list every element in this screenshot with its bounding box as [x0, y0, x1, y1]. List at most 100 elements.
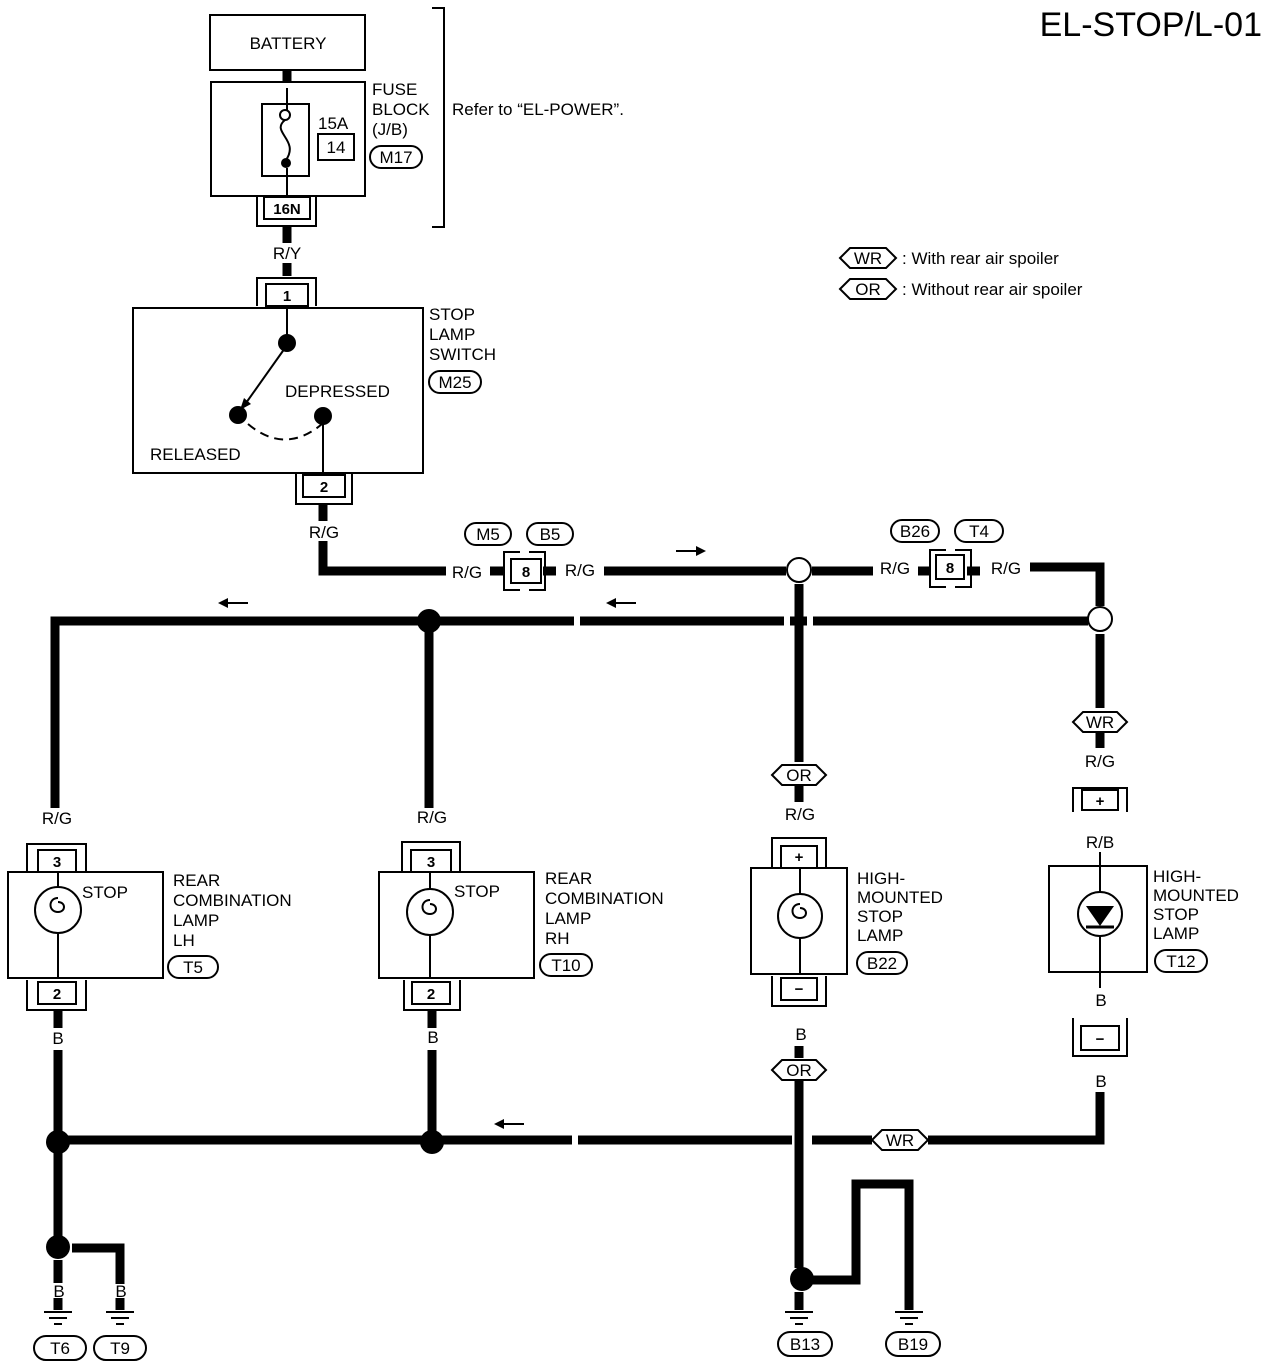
rear-combination-lamp-lh: STOP [7, 871, 164, 979]
fuse-rating: 15A [318, 114, 349, 133]
hmsl-wr-name-1: HIGH- [1153, 867, 1201, 886]
stop-lamp-switch-pin-2: 2 [295, 474, 353, 505]
hmsl-wr-pin-minus: − [1072, 1018, 1128, 1057]
wire-label-rg-a-right: R/G [565, 561, 595, 580]
high-mounted-stop-lamp-or [750, 867, 848, 975]
splice-open [1087, 606, 1113, 632]
ground-symbol-b13 [785, 1311, 813, 1325]
wire-label-rg-b-right: R/G [991, 559, 1021, 578]
lamp-rh-stop: STOP [454, 882, 500, 901]
svg-text:16N: 16N [273, 201, 301, 218]
svg-text:B26: B26 [900, 522, 930, 541]
wire-label-rg-wr: R/G [1085, 752, 1115, 771]
svg-text:8: 8 [946, 560, 954, 577]
fuse-block-connector: M17 [379, 148, 412, 167]
legend-wr-text: : With rear air spoiler [902, 249, 1059, 268]
svg-text:1: 1 [283, 288, 291, 305]
hmsl-or-name-3: STOP [857, 907, 903, 926]
hmsl-or-pin-minus: − [771, 976, 827, 1007]
fuse-block: 15A 14 [210, 81, 366, 197]
ground-symbol-t6 [44, 1311, 72, 1325]
wire-label-b-rh: B [427, 1028, 438, 1047]
switch-name-3: SWITCH [429, 345, 496, 364]
wire-label-b-lh: B [52, 1029, 63, 1048]
wire-label-rg-switch: R/G [309, 523, 339, 542]
svg-text:3: 3 [427, 854, 435, 871]
legend-or-text: : Without rear air spoiler [902, 280, 1083, 299]
lamp-lh-connector: T5 [183, 958, 203, 977]
wire-label-b-t6: B [53, 1282, 64, 1301]
wire-label-b-t9: B [115, 1282, 126, 1301]
hmsl-or-name-4: LAMP [857, 926, 903, 945]
wire-label-b-wr-2: B [1095, 1072, 1106, 1091]
legend-or-code: OR [855, 280, 881, 299]
rear-lamp-rh-pin-2: 2 [403, 980, 461, 1011]
hmsl-or-name-2: MOUNTED [857, 888, 943, 907]
lamp-lh-name-1: REAR [173, 871, 220, 890]
ground-t6: T6 [50, 1339, 70, 1358]
hmsl-wr-name-4: LAMP [1153, 924, 1199, 943]
ground-wiring [53, 1010, 1105, 1310]
rear-combination-lamp-rh: STOP [378, 871, 535, 979]
lamp-lh-stop: STOP [82, 883, 128, 902]
wire-label-b-wr: B [1095, 991, 1106, 1010]
wire-label-ry: R/Y [273, 244, 301, 263]
wire-label-rg-or: R/G [785, 805, 815, 824]
legend: WR : With rear air spoiler OR : Without … [838, 247, 1083, 300]
rear-lamp-rh-pin-3: 3 [401, 841, 461, 873]
fuse-block-name-2: BLOCK [372, 100, 430, 119]
ground-t9: T9 [110, 1339, 130, 1358]
rear-lamp-lh-pin-3: 3 [26, 843, 87, 873]
switch-depressed-label: DEPRESSED [285, 382, 390, 401]
wr-option-tag: WR [1086, 713, 1114, 732]
switch-connector: M25 [438, 373, 471, 392]
hmsl-or-name-1: HIGH- [857, 869, 905, 888]
stop-lamp-switch: DEPRESSED RELEASED [132, 307, 424, 474]
hmsl-wr-name-2: MOUNTED [1153, 886, 1239, 905]
high-mounted-stop-lamp-wr [1048, 865, 1148, 973]
hmsl-or-pin-plus: + [771, 837, 827, 869]
wire-label-rg-rh: R/G [417, 808, 447, 827]
svg-text:2: 2 [427, 986, 435, 1003]
ground-symbol-b19 [895, 1311, 923, 1325]
stop-lamp-switch-pin-1: 1 [256, 277, 317, 307]
legend-wr-code: WR [854, 249, 882, 268]
ground-splice [790, 1267, 814, 1291]
hmsl-wr-connector: T12 [1166, 952, 1195, 971]
lamp-rh-name-2: COMBINATION [545, 889, 664, 908]
ground-b13: B13 [790, 1335, 820, 1354]
fuse-number: 14 [327, 138, 346, 157]
refer-note: Refer to “EL-POWER”. [452, 100, 624, 119]
svg-text:2: 2 [53, 986, 61, 1003]
lamp-rh-name-4: RH [545, 929, 570, 948]
hmsl-or-connector: B22 [867, 954, 897, 973]
ground-splice [420, 1130, 444, 1154]
lamp-rh-name-1: REAR [545, 869, 592, 888]
switch-released-label: RELEASED [150, 445, 241, 464]
lamp-rh-connector: T10 [551, 956, 580, 975]
ground-splice [46, 1130, 70, 1154]
wr-option-tag-ground: WR [886, 1131, 914, 1150]
svg-text:+: + [1096, 793, 1105, 810]
hmsl-wr-pin-plus: + [1072, 787, 1128, 812]
svg-text:3: 3 [53, 854, 61, 871]
or-option-tag-ground: OR [786, 1061, 812, 1080]
svg-text:−: − [795, 981, 804, 998]
hmsl-wr-name-3: STOP [1153, 905, 1199, 924]
wire-label-rg-lh: R/G [42, 809, 72, 828]
lamp-lh-name-2: COMBINATION [173, 891, 292, 910]
lamp-lh-name-4: LH [173, 931, 195, 950]
ground-splice [46, 1235, 70, 1259]
switch-name-2: LAMP [429, 325, 475, 344]
svg-text:8: 8 [522, 564, 530, 581]
svg-text:2: 2 [320, 479, 328, 496]
battery: BATTERY [209, 14, 366, 71]
diagram-title: EL-STOP/L-01 [1040, 6, 1262, 44]
wire-label-b-or: B [795, 1025, 806, 1044]
ground-b19: B19 [898, 1335, 928, 1354]
switch-name-1: STOP [429, 305, 475, 324]
battery-label: BATTERY [250, 34, 327, 53]
splice-closed [417, 609, 441, 633]
wire-label-rb: R/B [1086, 833, 1114, 852]
